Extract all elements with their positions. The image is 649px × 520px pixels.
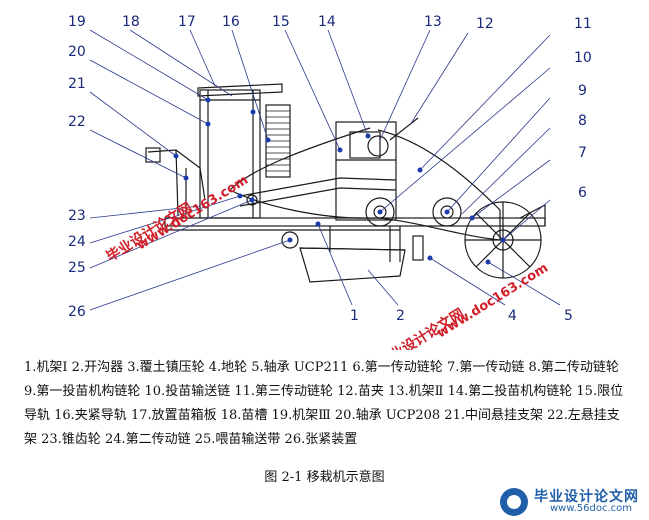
label-26: 26 <box>68 304 86 320</box>
first-plant-sprocket <box>432 197 462 227</box>
label-22: 22 <box>68 114 86 130</box>
label-23: 23 <box>68 208 86 224</box>
label-25: 25 <box>68 260 86 276</box>
label-2: 2 <box>396 308 405 324</box>
left-hitch <box>147 149 206 201</box>
parts-legend-text: 1.机架Ⅰ 2.开沟器 3.覆土镇压轮 4.地轮 5.轴承 UCP211 6.第… <box>24 360 624 447</box>
logo-url: www.56doc.com <box>550 503 633 514</box>
label-6: 6 <box>578 185 587 201</box>
feeding-belt <box>239 177 397 197</box>
logo-brand: 毕业设计论文网 <box>534 489 639 505</box>
label-13: 13 <box>424 14 442 30</box>
transplanter-drawing: 19 18 17 16 15 14 13 12 11 10 9 8 7 6 20… <box>68 14 592 350</box>
label-21: 21 <box>68 76 86 92</box>
figure-title: 图 2-1 移栽机示意图 <box>264 470 385 485</box>
label-16: 16 <box>222 14 240 30</box>
seedling-tray-plate <box>197 83 283 97</box>
logo-icon <box>500 488 528 516</box>
label-17: 17 <box>178 14 196 30</box>
label-7: 7 <box>578 145 587 161</box>
label-12: 12 <box>476 16 494 32</box>
frame-ii <box>335 121 397 221</box>
label-19: 19 <box>68 14 86 30</box>
label-14: 14 <box>318 14 336 30</box>
label-4: 4 <box>508 308 517 324</box>
seedling-chain <box>377 129 501 241</box>
part-labels: 19 18 17 16 15 14 13 12 11 10 9 8 7 6 20… <box>68 14 592 324</box>
label-24: 24 <box>68 234 86 250</box>
label-9: 9 <box>578 83 587 99</box>
watermarks: 毕业设计论文网 www.doc163.com 毕业设计论文网 www.doc16… <box>103 173 551 350</box>
label-10: 10 <box>574 50 592 66</box>
label-5: 5 <box>564 308 573 324</box>
label-18: 18 <box>122 14 140 30</box>
label-15: 15 <box>272 14 290 30</box>
press-wheel <box>281 231 299 249</box>
label-11: 11 <box>574 16 592 32</box>
machine-outline <box>145 83 546 283</box>
label-1: 1 <box>350 308 359 324</box>
label-8: 8 <box>578 113 587 129</box>
watermark-d: www.doc163.com <box>434 261 551 342</box>
furrow-opener <box>299 247 406 283</box>
tensioner <box>246 194 258 206</box>
third-sprocket <box>365 197 395 227</box>
site-logo: 毕业设计论文网 www.56doc.com <box>500 486 646 518</box>
watermark-b: www.doc163.com <box>134 173 251 254</box>
leader-lines <box>89 29 561 311</box>
parts-legend: 1.机架Ⅰ 2.开沟器 3.覆土镇压轮 4.地轮 5.轴承 UCP211 6.第… <box>24 356 630 452</box>
label-20: 20 <box>68 44 86 60</box>
frame-iii <box>199 89 261 219</box>
